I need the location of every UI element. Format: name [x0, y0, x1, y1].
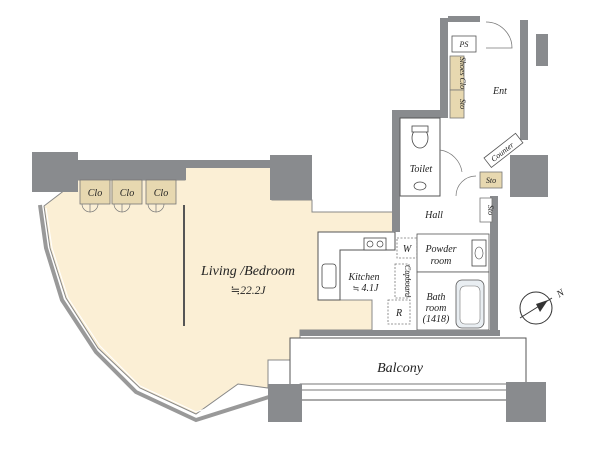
hall-storage-lower — [479, 197, 493, 223]
wall-top-center — [186, 160, 270, 168]
hall-label: Hall — [424, 210, 443, 221]
bath-room-size: (1418) — [423, 314, 450, 325]
refrigerator-label: R — [395, 308, 402, 319]
wall-corner-tr — [536, 34, 548, 66]
closet-2-label: Clo — [120, 188, 134, 199]
wall-right-segment — [392, 110, 400, 232]
closet-door-arcs — [81, 203, 165, 213]
counter — [483, 132, 524, 169]
balcony-rail — [299, 383, 511, 391]
closet-1 — [79, 179, 111, 205]
toilet-label: Toilet — [410, 164, 433, 175]
wall-balcony-top — [300, 330, 500, 336]
entrance-storage-label: Sto — [458, 99, 467, 109]
bay-window-edge — [38, 204, 273, 423]
sink — [321, 263, 337, 289]
bath-room-label-1: Bath — [427, 292, 446, 303]
wall-column-center — [270, 155, 312, 200]
powder-room-label-2: room — [431, 256, 452, 267]
wall-column-left — [32, 152, 78, 192]
kitchen-area-prefix: ≒ — [353, 284, 360, 293]
kitchen-label: Kitchen — [347, 272, 379, 283]
hall-storage-upper — [479, 171, 503, 189]
hall-storage-upper-label: Sto — [486, 176, 496, 185]
closet-2 — [111, 179, 143, 205]
balcony-label: Balcony — [377, 361, 424, 376]
wall-column-balcony-left — [268, 384, 302, 422]
entrance-label: Ent — [492, 86, 507, 97]
living-room-label: Living /Bedroom — [200, 264, 295, 279]
hall-floor — [400, 196, 480, 230]
hall-storage-lower-label: Sto — [486, 205, 495, 215]
wall-right-lower — [490, 196, 498, 336]
ps-label: PS — [459, 40, 469, 49]
wall-top-left — [78, 160, 186, 180]
wall-ent-left — [440, 18, 448, 118]
cupboard-label: Cupboard — [403, 265, 412, 298]
cupboard — [394, 263, 410, 299]
wall-toilet-top — [400, 110, 446, 118]
wall-top-right — [448, 16, 480, 22]
shoes-closet-label: Shoes Clo — [458, 57, 467, 89]
bath-room-label-2: room — [426, 303, 447, 314]
wall-column-right — [510, 155, 548, 197]
compass-north-label: N — [554, 287, 567, 301]
closet-1-label: Clo — [88, 188, 102, 199]
washer-label: W — [403, 244, 413, 255]
front-door — [485, 21, 513, 49]
kitchen-area: 4.1J — [362, 283, 380, 294]
closet-3 — [145, 179, 177, 205]
living-room-area: ≒22.2J — [231, 285, 267, 297]
refrigerator — [387, 299, 411, 325]
pipe-space — [451, 35, 477, 53]
wall-ent-right — [520, 20, 528, 140]
wall-column-balcony-right — [506, 382, 546, 422]
powder-room-label-1: Powder — [424, 244, 456, 255]
entrance-storage — [449, 89, 465, 119]
closet-3-label: Clo — [154, 188, 168, 199]
compass: N — [519, 287, 568, 325]
